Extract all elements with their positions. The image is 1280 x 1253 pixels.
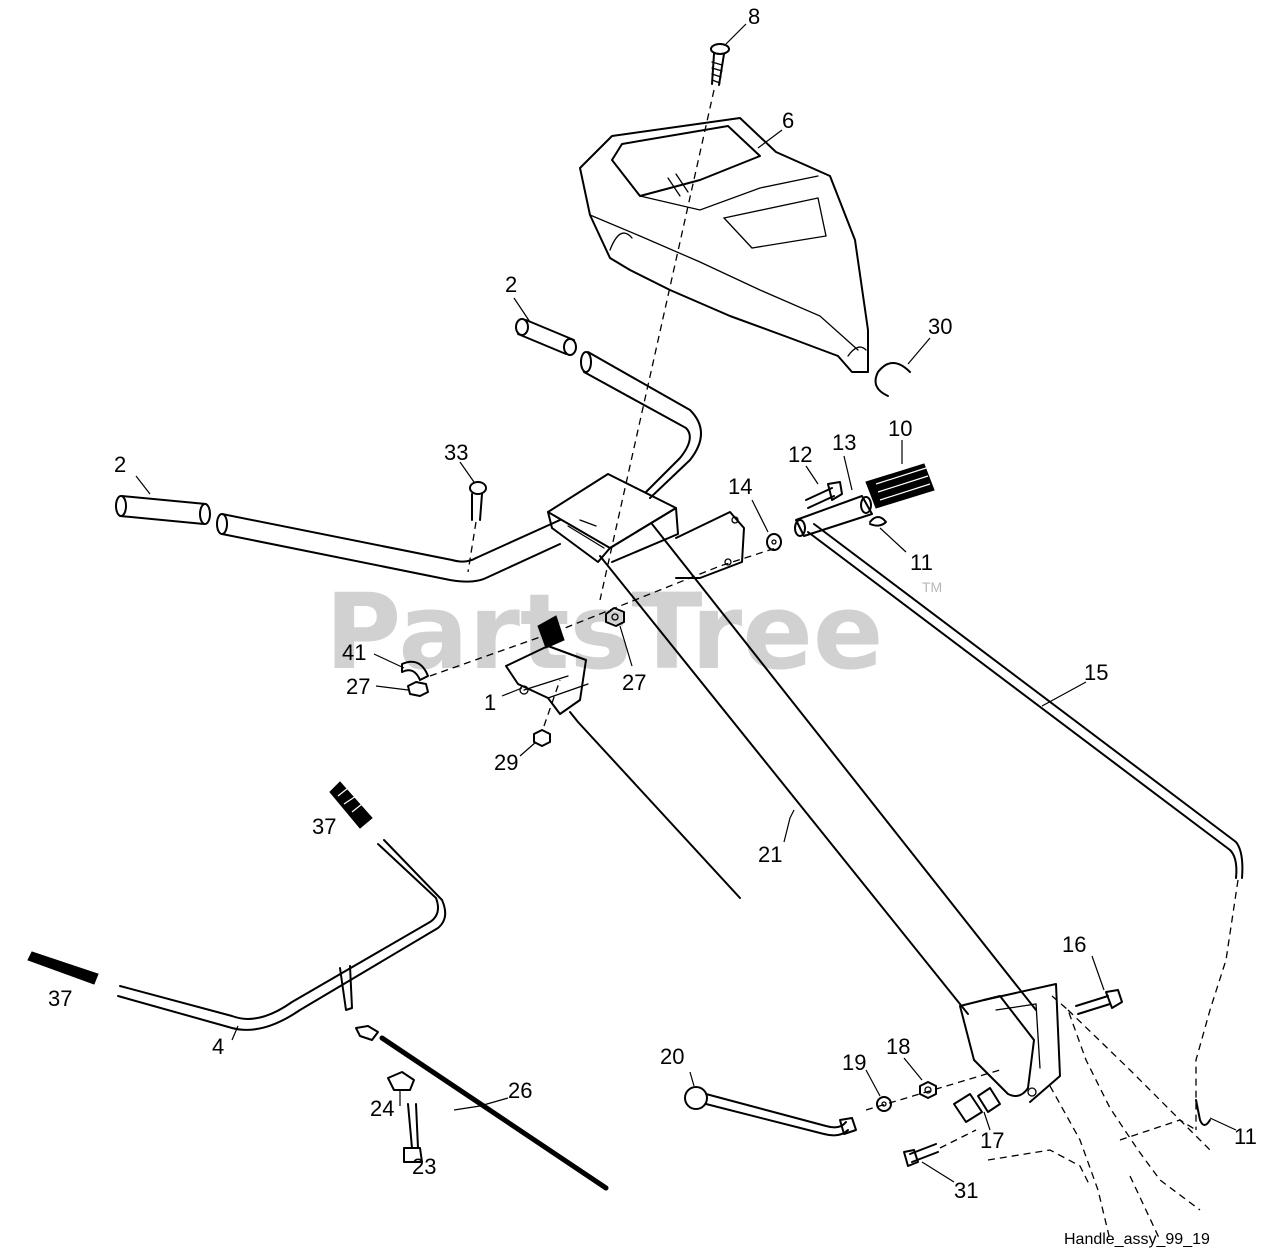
callout-20: 20	[660, 1044, 684, 1069]
part-29-nut[interactable]	[533, 679, 561, 747]
part-2-grip-left[interactable]	[115, 495, 211, 525]
callout-2-left: 2	[114, 452, 126, 477]
part-27-nut-right[interactable]	[605, 607, 625, 627]
part-8-screw[interactable]	[710, 43, 730, 86]
diagram-caption: Handle_assy_99_19	[1064, 1231, 1210, 1248]
part-10-grip[interactable]	[865, 463, 935, 509]
callout-18: 18	[886, 1034, 910, 1059]
callout-21: 21	[758, 842, 782, 867]
part-14-spacer[interactable]	[766, 533, 782, 551]
callout-37-upper: 37	[312, 814, 336, 839]
callout-30: 30	[928, 314, 952, 339]
part-15-rod[interactable]	[807, 523, 1244, 879]
watermark-trademark: TM	[922, 579, 942, 595]
part-30-clip[interactable]	[874, 362, 911, 397]
part-11-pin-lower[interactable]	[1195, 1099, 1211, 1126]
part-16-bolt[interactable]	[1075, 989, 1123, 1015]
part-17-bushing[interactable]	[953, 1087, 1001, 1123]
callout-1: 1	[484, 690, 496, 715]
part-12-bolt[interactable]	[805, 481, 843, 509]
part-37-grip-upper[interactable]	[329, 781, 373, 829]
callout-41: 41	[342, 640, 366, 665]
part-8-mounting-line	[599, 89, 715, 601]
part-37-grip-left[interactable]	[27, 951, 99, 985]
part-1-bracket[interactable]	[505, 615, 741, 899]
handle-bracket[interactable]	[547, 473, 679, 563]
part-24-clip[interactable]	[387, 1071, 415, 1091]
alignment-line-bracket	[429, 547, 777, 677]
callout-16: 16	[1062, 932, 1086, 957]
callout-11-lower: 11	[1234, 1124, 1257, 1149]
callout-14: 14	[728, 474, 752, 499]
part-27-nut-left[interactable]	[407, 681, 429, 697]
part-31-bolt[interactable]	[903, 1129, 977, 1167]
callout-13: 13	[832, 430, 856, 455]
part-13-pivot[interactable]	[794, 495, 873, 537]
part-2-grip-upper[interactable]	[515, 318, 577, 356]
part-41-clip[interactable]	[401, 660, 429, 681]
callout-26: 26	[508, 1078, 532, 1103]
callout-6: 6	[782, 108, 794, 133]
callout-24: 24	[370, 1096, 394, 1121]
tine-assembly-ghost	[987, 995, 1211, 1241]
callout-10: 10	[888, 416, 912, 441]
callout-37-left: 37	[48, 986, 72, 1011]
callout-33: 33	[444, 440, 468, 465]
part-18-nut[interactable]	[919, 1081, 937, 1099]
part-26-cable[interactable]	[355, 1025, 609, 1191]
part-6-console-cover[interactable]	[579, 117, 869, 373]
part-19-washer[interactable]	[876, 1096, 892, 1112]
callout-27-left: 27	[346, 674, 370, 699]
main-handle-tube[interactable]	[216, 351, 702, 583]
part-4-bail[interactable]	[117, 839, 447, 1031]
callout-29: 29	[494, 750, 518, 775]
callout-19: 19	[842, 1050, 866, 1075]
callout-17: 17	[980, 1128, 1004, 1153]
callout-8: 8	[748, 4, 760, 29]
callout-2-upper: 2	[505, 272, 517, 297]
callout-27-right: 27	[622, 670, 646, 695]
callout-12: 12	[788, 442, 812, 467]
leader-lines	[135, 23, 1237, 1183]
callout-15: 15	[1084, 660, 1108, 685]
callout-31: 31	[954, 1178, 978, 1203]
part-20-lever[interactable]	[684, 1086, 857, 1137]
part-21-handle-bar[interactable]	[599, 511, 1061, 1103]
part-11-pin-upper[interactable]	[869, 516, 887, 527]
callout-11-upper: 11	[910, 550, 933, 575]
part-15-rod-routing	[1195, 879, 1239, 1130]
part-33-bolt[interactable]	[467, 481, 487, 573]
part-23-screw[interactable]	[403, 1103, 423, 1163]
callout-4: 4	[212, 1034, 224, 1059]
watermark-text: PartsTree	[325, 571, 883, 693]
callout-23: 23	[412, 1154, 436, 1179]
